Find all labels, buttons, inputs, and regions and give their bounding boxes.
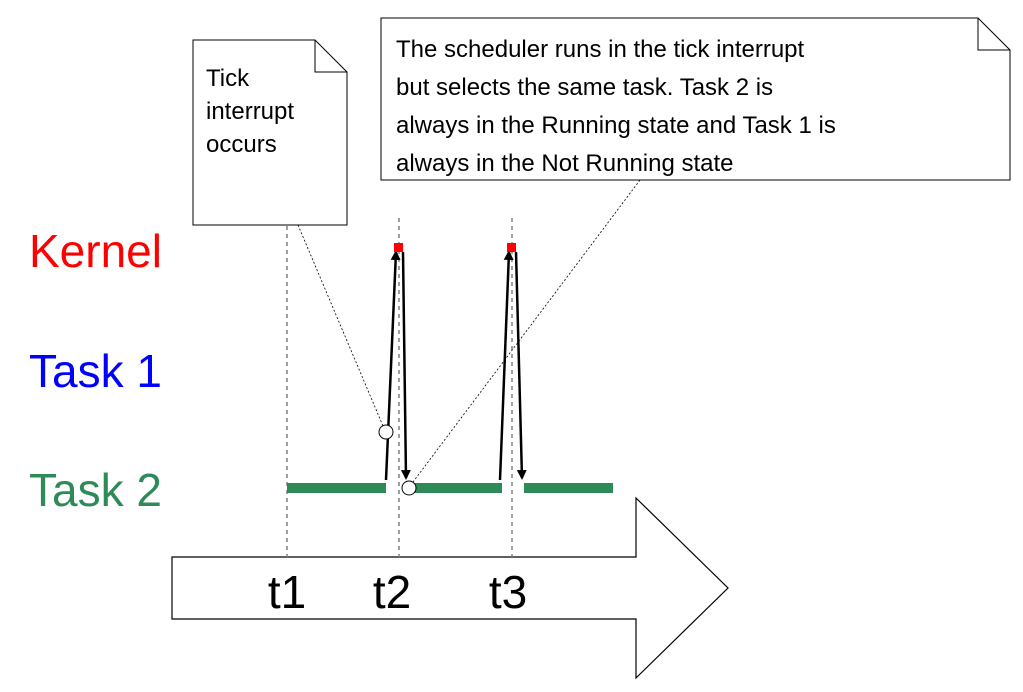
arrow-down-t3 [514, 251, 527, 480]
arrow-up-t2 [384, 250, 401, 481]
scheduler-note: The scheduler runs in the tick interrupt… [380, 17, 1011, 181]
tick-leader [297, 224, 384, 427]
tick-note-line-2: interrupt [206, 98, 294, 125]
tick-label-t1: t1 [268, 566, 306, 618]
task2-bar-2 [412, 483, 502, 493]
tick-label-t3: t3 [489, 566, 527, 618]
task2-running-bars [287, 483, 613, 493]
scheduler-point [401, 480, 417, 496]
row-label-kernel: Kernel [29, 225, 162, 277]
tick-note-box [192, 39, 348, 226]
arrow-up-t3 [498, 250, 514, 481]
kernel-marker-t3 [507, 243, 516, 252]
row-label-task2: Task 2 [29, 464, 162, 516]
scheduler-note-line-2: but selects the same task. Task 2 is [396, 74, 773, 101]
task2-bar-1 [287, 483, 386, 493]
tick-note-line-1: Tick [206, 65, 250, 92]
row-label-task1: Task 1 [29, 345, 162, 397]
tick-note-fold [314, 40, 347, 73]
callout-leaders [297, 179, 641, 483]
scheduler-note-line-3: always in the Running state and Task 1 i… [396, 112, 836, 139]
tick-point [378, 424, 394, 440]
task2-bar-3 [524, 483, 613, 493]
tick-note: Tick interrupt occurs [192, 39, 348, 226]
scheduler-note-fold [977, 18, 1010, 51]
tick-label-t2: t2 [373, 566, 411, 618]
tick-guides [286, 218, 513, 557]
scheduler-note-line-4: always in the Not Running state [396, 150, 734, 177]
context-switch-arrows [384, 250, 527, 481]
scheduler-note-box [380, 17, 1011, 181]
scheduler-note-line-1: The scheduler runs in the tick interrupt [396, 36, 805, 63]
kernel-marker-t2 [394, 243, 403, 252]
tick-note-line-3: occurs [206, 131, 277, 158]
arrow-down-t2 [400, 251, 411, 480]
kernel-markers [394, 243, 516, 252]
timeline-arrow [171, 496, 729, 680]
scheduler-leader [412, 179, 641, 483]
